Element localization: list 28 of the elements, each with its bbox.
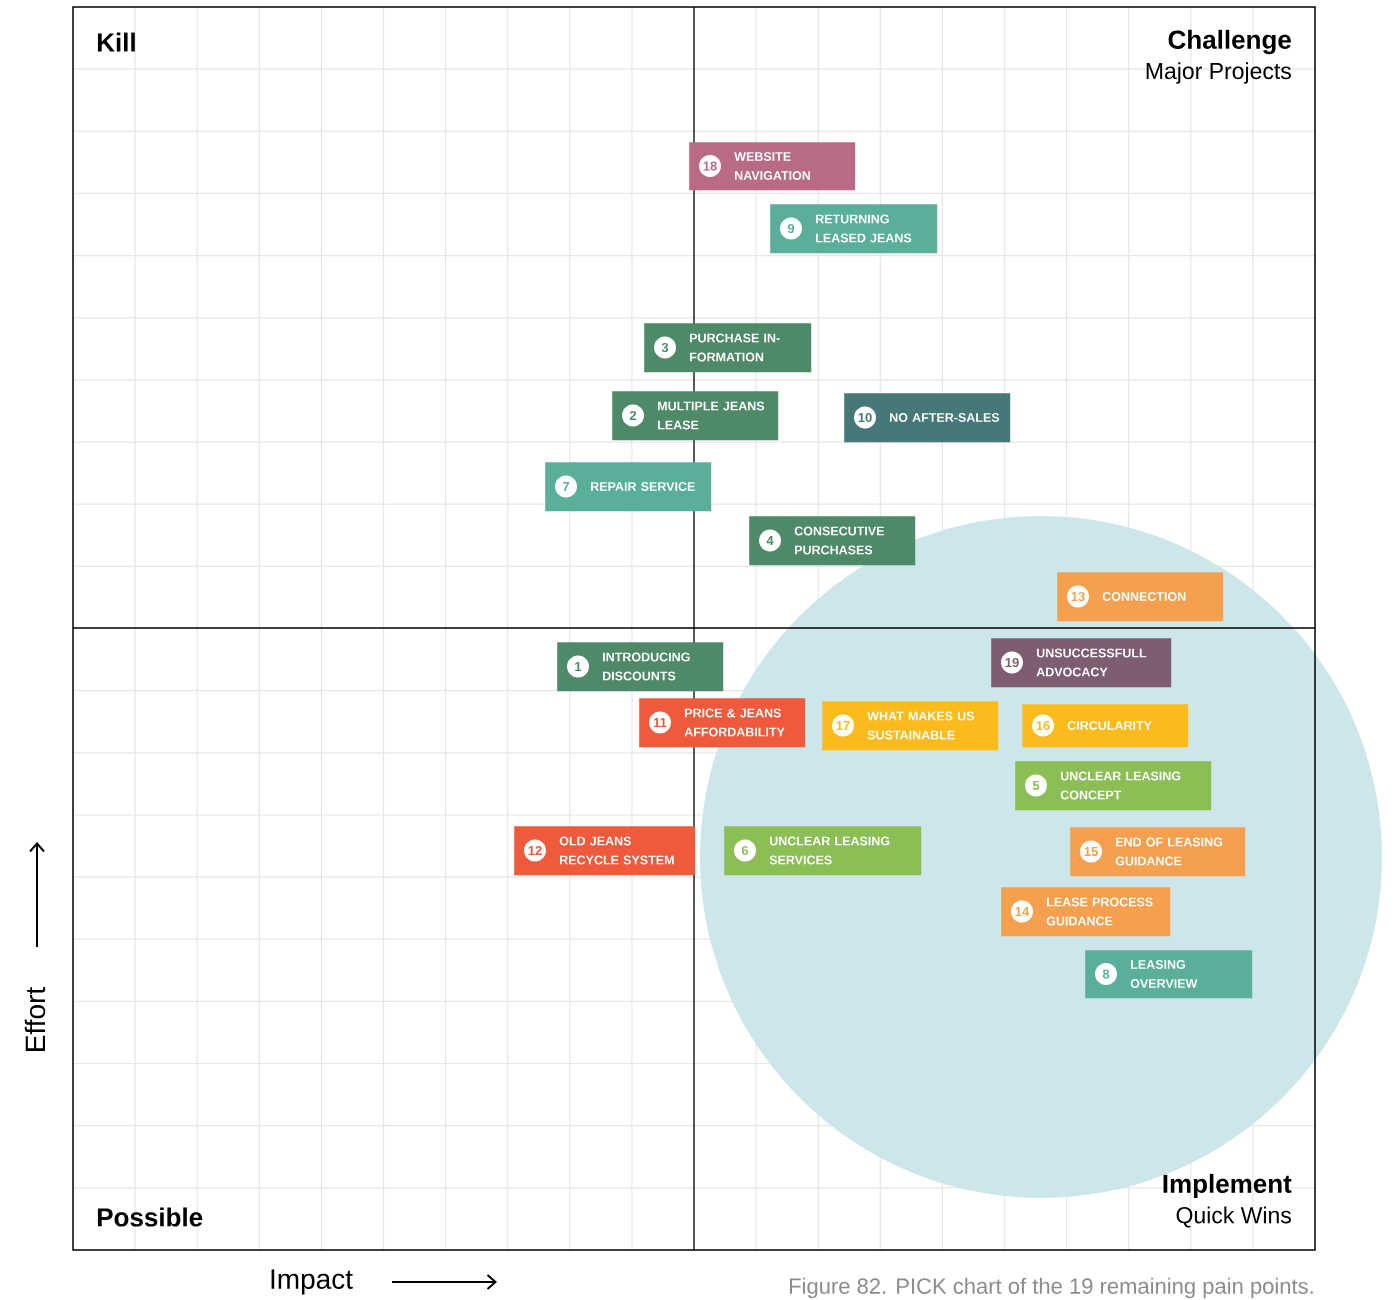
pain-point-tag: 10 NO AFTER-SALES <box>844 393 1011 443</box>
pain-point-tag: 4 CONSECUTIVE PURCHASES <box>749 516 916 566</box>
pain-point-tag: 8 LEASING OVERVIEW <box>1085 950 1253 999</box>
pain-point-tag: 12 OLD JEANS RECYCLE SYSTEM <box>514 826 696 876</box>
pain-point-tag: 9 RETURNING LEASED JEANS <box>770 204 938 254</box>
quadrant-label: Major Projects <box>1146 62 1291 84</box>
pain-point-tag: 2 MULTIPLE JEANS LEASE <box>612 391 779 441</box>
quadrant-label: Kill <box>97 32 135 52</box>
pain-point-tag: 15 END OF LEASING GUIDANCE <box>1070 827 1246 877</box>
axis-label: Impact <box>271 1269 353 1295</box>
pain-point-tag: 6 UNCLEAR LEASING SERVICES <box>724 826 922 876</box>
pain-point-tag: 14 LEASE PROCESS GUIDANCE <box>1001 887 1171 937</box>
pain-point-tag: 11 PRICE & JEANS AFFORDABILITY <box>639 698 806 748</box>
axis-label: Effort <box>24 987 46 1051</box>
quadrant-label: Possible <box>97 1207 203 1227</box>
pain-point-tag: 5 UNCLEAR LEASING CONCEPT <box>1015 761 1212 811</box>
figure-caption: Figure 82. PICK chart of the 19 remaining pain points. <box>789 1277 1313 1299</box>
quadrant-label: Challenge <box>1168 29 1291 55</box>
pain-point-tag: 18 WEBSITE NAVIGATION <box>689 142 856 191</box>
pain-point-tag: 7 REPAIR SERVICE <box>545 462 712 512</box>
quadrant-label: Implement <box>1163 1173 1292 1199</box>
quadrant-label: Quick Wins <box>1176 1206 1291 1228</box>
pain-point-tag: 16 CIRCULARITY <box>1022 704 1189 748</box>
pain-point-tag: 13 CONNECTION <box>1057 572 1224 622</box>
pain-point-tag: 19 UNSUCCESSFULL ADVOCACY <box>991 638 1172 688</box>
pain-point-tag: 17 WHAT MAKES US SUSTAINABLE <box>822 701 999 751</box>
pain-point-tag: 1 INTRODUCING DISCOUNTS <box>557 642 724 692</box>
pain-point-tag: 3 PURCHASE IN- FORMATION <box>644 323 812 373</box>
